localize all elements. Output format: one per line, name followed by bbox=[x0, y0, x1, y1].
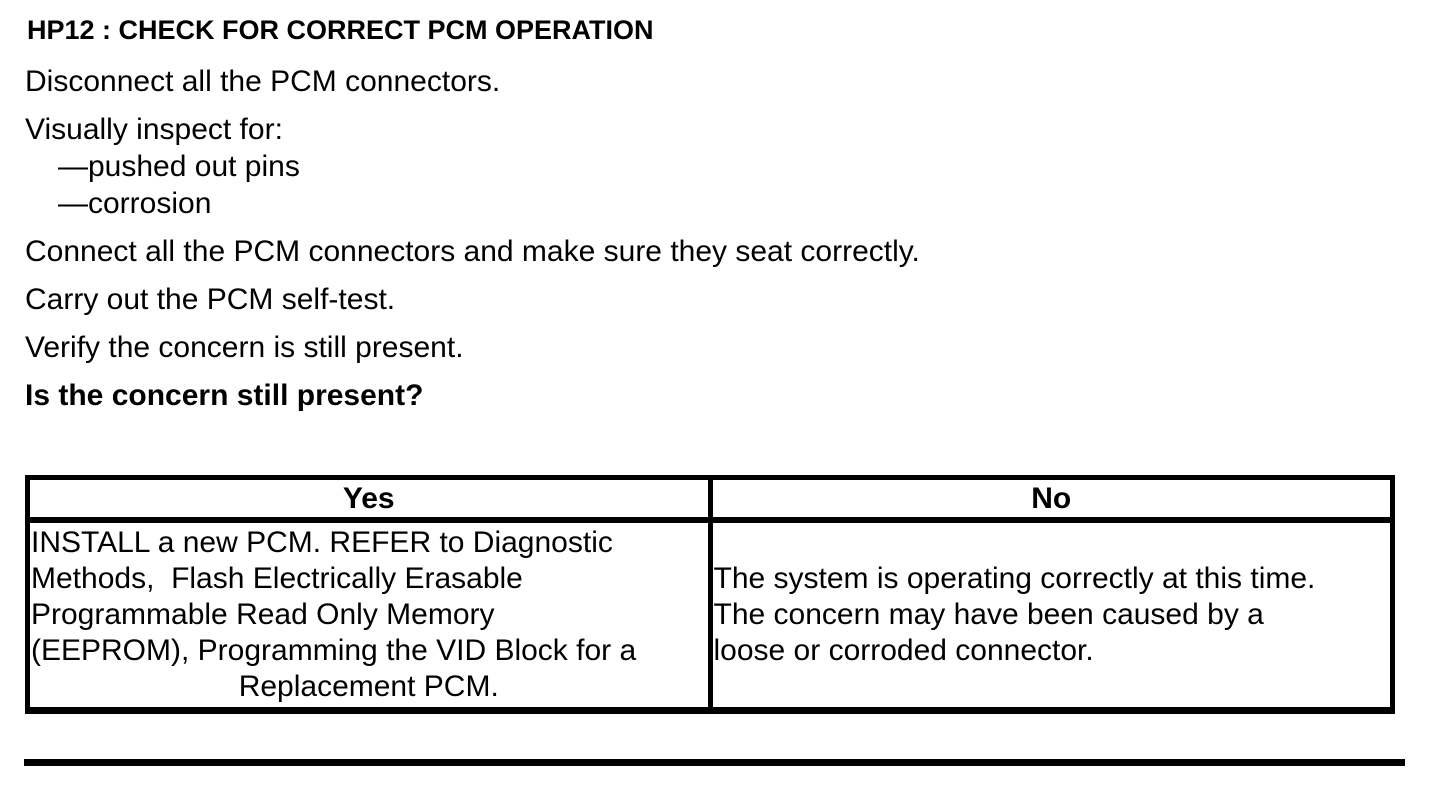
header-row: Yes No bbox=[25, 475, 1395, 523]
page-bottom-rule bbox=[24, 759, 1405, 766]
no-result-cell: The system is operating correctly at thi… bbox=[707, 517, 1395, 713]
instruction-line: Disconnect all the PCM connectors. bbox=[25, 65, 501, 98]
step-heading: HP12 : CHECK FOR CORRECT PCM OPERATION bbox=[27, 15, 654, 45]
instruction-line: —pushed out pins bbox=[58, 150, 300, 183]
no-column-header: No bbox=[707, 475, 1395, 523]
instruction-line: Connect all the PCM connectors and make … bbox=[25, 235, 920, 268]
instruction-line: Verify the concern is still present. bbox=[25, 331, 464, 364]
yes-result-text-line: Methods, Flash Electrically Erasable bbox=[31, 562, 523, 595]
instruction-line: Visually inspect for: bbox=[25, 113, 283, 146]
no-result-text-line: The system is operating correctly at thi… bbox=[713, 562, 1316, 595]
instruction-line: Is the concern still present? bbox=[25, 379, 424, 412]
yes-column-header: Yes bbox=[25, 475, 713, 523]
decision-table-header: Yes No bbox=[25, 475, 1395, 523]
instruction-line: Carry out the PCM self-test. bbox=[25, 283, 396, 316]
no-result-text-line: loose or corroded connector. bbox=[713, 634, 1094, 667]
decision-table: Yes No INSTALL a new PCM. REFER to Diagn… bbox=[25, 475, 1395, 714]
no-result-text-line: The concern may have been caused by a bbox=[713, 598, 1264, 631]
yes-result-text-line: (EEPROM), Programming the VID Block for … bbox=[31, 634, 637, 667]
instruction-line: —corrosion bbox=[58, 187, 212, 220]
yes-result-text-line: Replacement PCM. bbox=[238, 670, 499, 703]
instruction-list: Disconnect all the PCM connectors. Visual… bbox=[25, 63, 1415, 414]
yes-result-text-line: Programmable Read Only Memory bbox=[31, 598, 495, 631]
yes-result-text-line: INSTALL a new PCM. REFER to Diagnostic bbox=[31, 526, 613, 559]
